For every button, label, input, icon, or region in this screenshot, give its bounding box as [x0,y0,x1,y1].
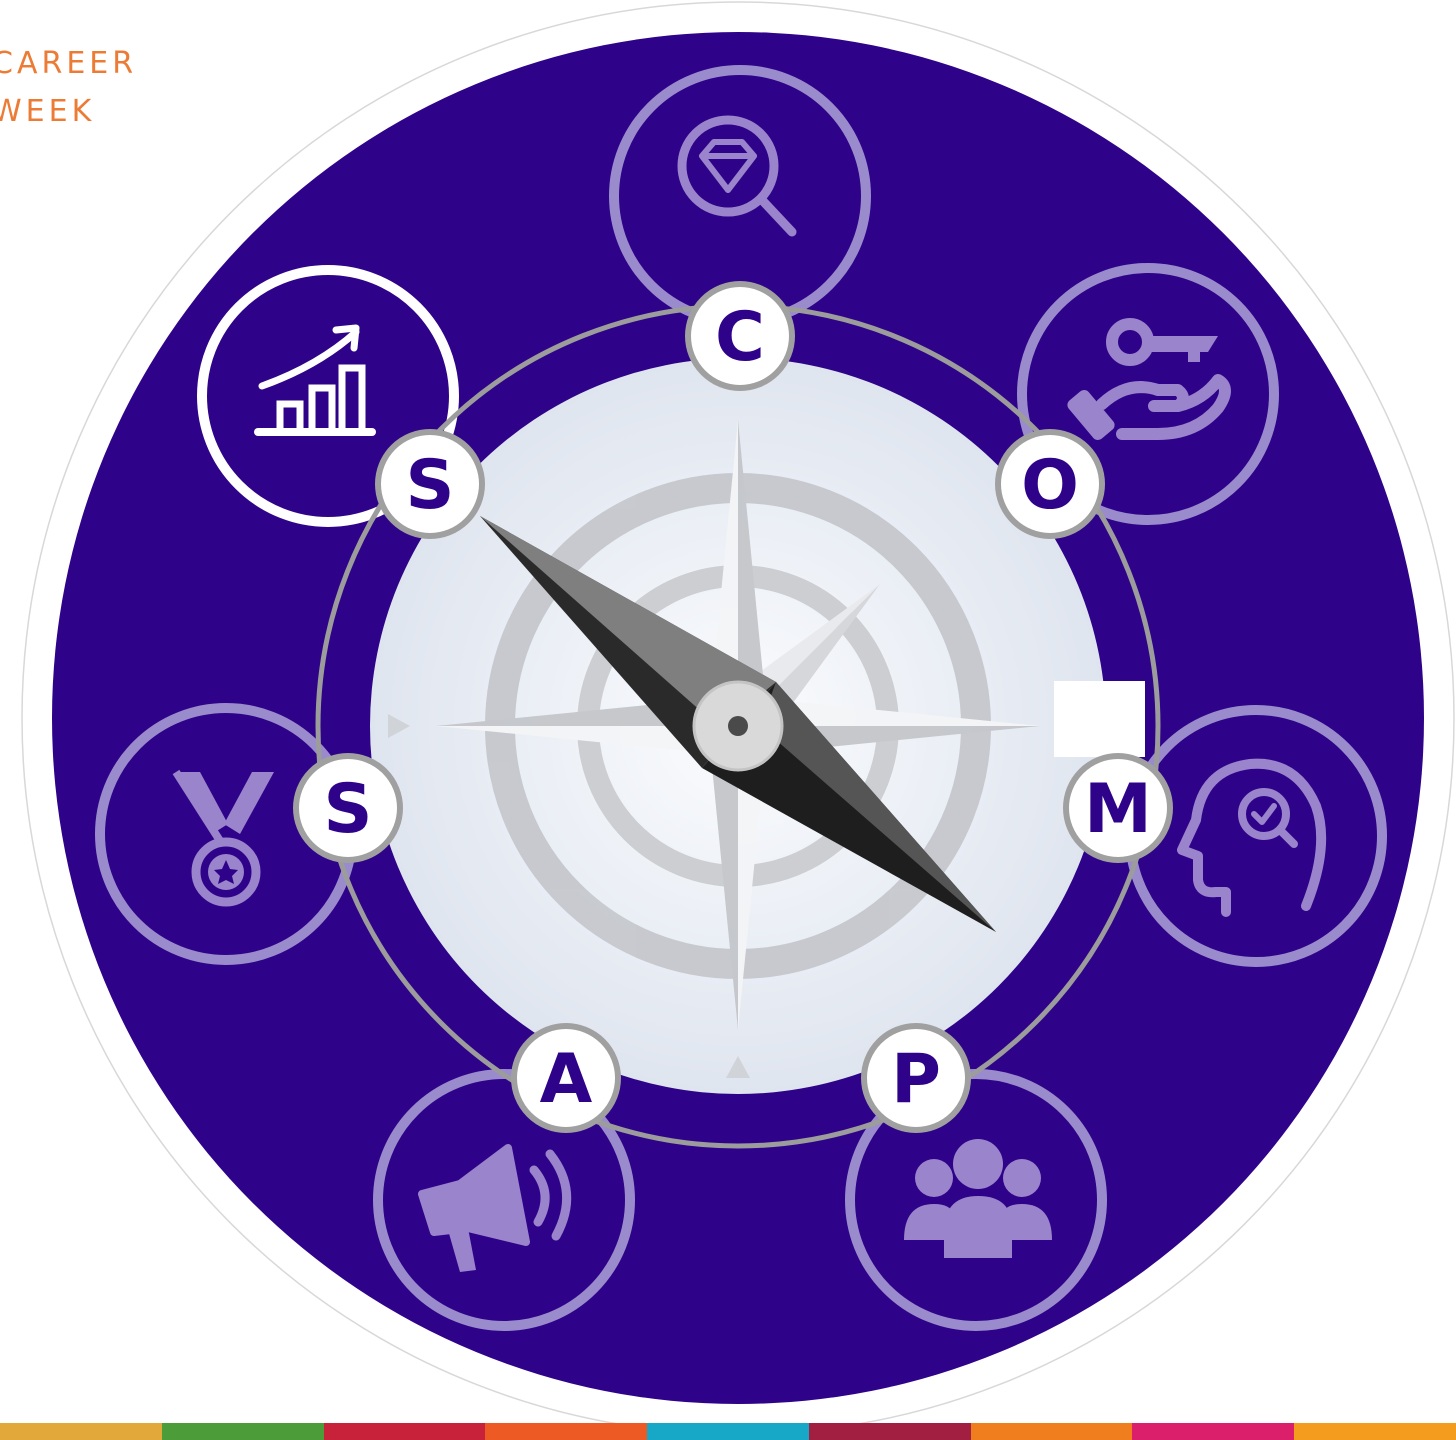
letter-badge-7: S [375,429,485,539]
color-segment [1294,1423,1456,1440]
medal-icon [172,769,274,907]
brand-line-1: CAREER [0,46,138,81]
letter-label: P [891,1040,941,1119]
letter-badge-6: S [293,753,403,863]
letter-label: S [324,770,373,849]
head-search-icon [1177,758,1327,917]
letter-label: A [540,1040,593,1119]
compass-needle [480,516,996,932]
color-segment [161,1423,324,1440]
megaphone-icon [418,1144,572,1272]
icon-ring-7 [197,265,459,527]
key-hand-icon [1067,318,1231,441]
color-segment [970,1423,1133,1440]
letter-badge-3: M [1063,753,1173,863]
color-segment [808,1423,971,1440]
growth-chart-icon [254,324,376,436]
letter-label: S [406,446,455,525]
white-patch [1054,681,1145,757]
color-segment [0,1423,162,1440]
letter-badges: C O M P A S S [293,281,1173,1133]
brand-logo: CAREER WEEK [0,40,137,136]
diamond-search-icon [677,115,797,237]
brand-line-2: WEEK [0,94,96,129]
color-stripe-bar [0,1423,1456,1440]
letter-badge-5: A [511,1023,621,1133]
icon-ring-4 [845,1069,1107,1331]
letter-badge-1: C [685,281,795,391]
color-segment [647,1423,809,1440]
letter-label: O [1021,446,1079,525]
color-segment [323,1423,486,1440]
color-segment [485,1423,648,1440]
color-segment [1132,1423,1295,1440]
letter-badge-4: P [861,1023,971,1133]
icon-ring-2 [1017,263,1279,525]
icon-ring-5 [373,1069,635,1331]
people-group-icon [904,1139,1052,1258]
letter-badge-2: O [995,429,1105,539]
letter-label: M [1084,770,1152,849]
letter-label: C [715,298,765,377]
